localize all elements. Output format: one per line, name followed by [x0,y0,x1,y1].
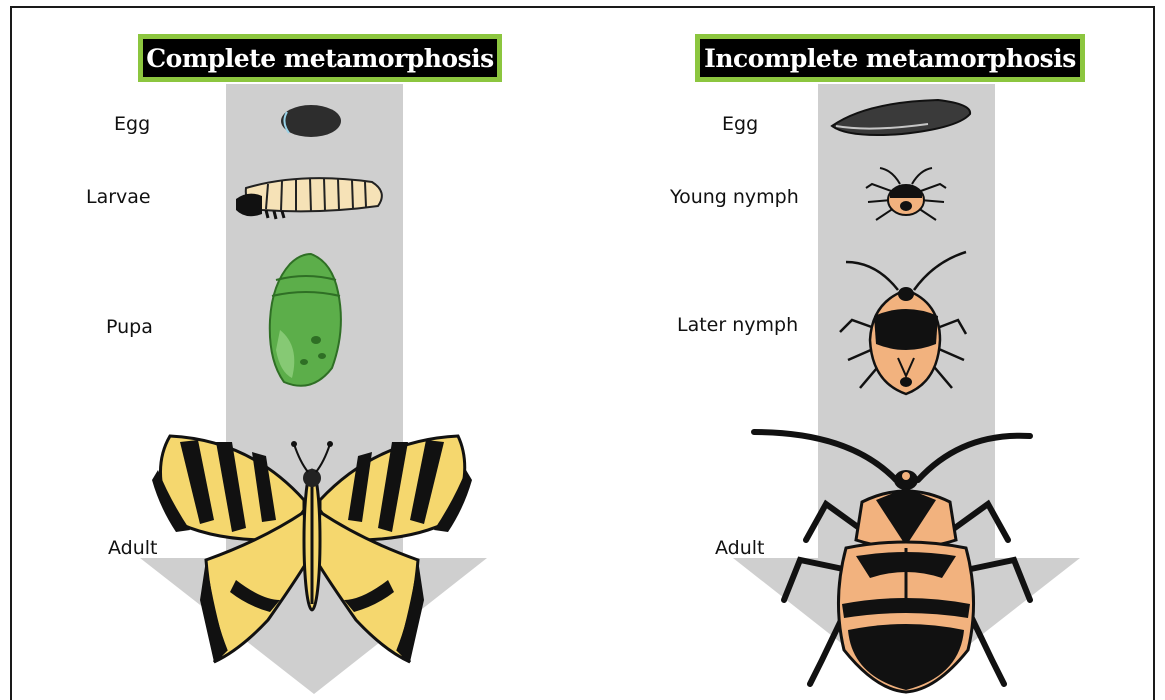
right-adult-label: Adult [715,537,765,559]
incomplete-metamorphosis-title: Incomplete metamorphosis [695,34,1085,82]
left-egg-label: Egg [114,113,150,135]
complete-metamorphosis-title-text: Complete metamorphosis [146,44,493,73]
right-young-nymph-label: Young nymph [670,186,799,208]
incomplete-metamorphosis-title-text: Incomplete metamorphosis [704,44,1076,73]
left-pupa-label: Pupa [106,316,153,338]
complete-metamorphosis-title: Complete metamorphosis [138,34,502,82]
right-egg-label: Egg [722,113,758,135]
right-later-nymph-label: Later nymph [677,314,798,336]
dark-egg-icon [281,105,341,137]
left-larvae-label: Larvae [86,186,151,208]
left-adult-label: Adult [108,537,158,559]
